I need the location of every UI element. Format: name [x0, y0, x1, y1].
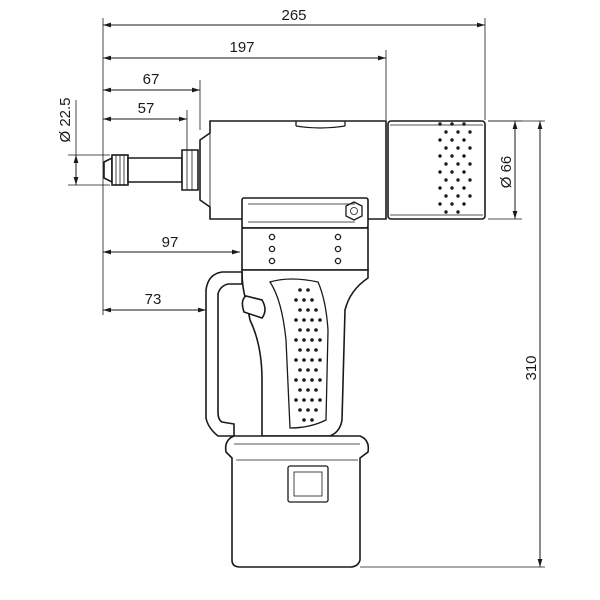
- label-67: 67: [143, 71, 160, 88]
- battery-release-button: [287, 465, 329, 503]
- label-nozzle-diameter: Ø 22.5: [57, 97, 74, 142]
- pistol-grip: [205, 269, 369, 437]
- label-97: 97: [162, 234, 179, 251]
- label-197: 197: [229, 39, 254, 56]
- trigger: [241, 295, 266, 319]
- label-73: 73: [145, 291, 162, 308]
- label-265: 265: [281, 7, 306, 24]
- rivet-tool: [103, 120, 486, 568]
- motor-housing: [387, 120, 486, 220]
- label-57: 57: [138, 100, 155, 117]
- nozzle: [103, 149, 199, 191]
- dimension-labels: 265 197 67 57 Ø 22.5 Ø 66 310 97 73: [57, 7, 540, 381]
- label-310: 310: [523, 355, 540, 380]
- dimension-lines: [68, 18, 545, 568]
- grip-texture-dots: [294, 288, 322, 422]
- clamp-block: [241, 197, 369, 271]
- tool-body: [199, 120, 387, 220]
- battery-pack: [224, 435, 370, 568]
- label-motor-diameter: Ø 66: [498, 156, 515, 189]
- motor-grip-dots: [438, 122, 472, 214]
- hand-guard: [205, 271, 243, 437]
